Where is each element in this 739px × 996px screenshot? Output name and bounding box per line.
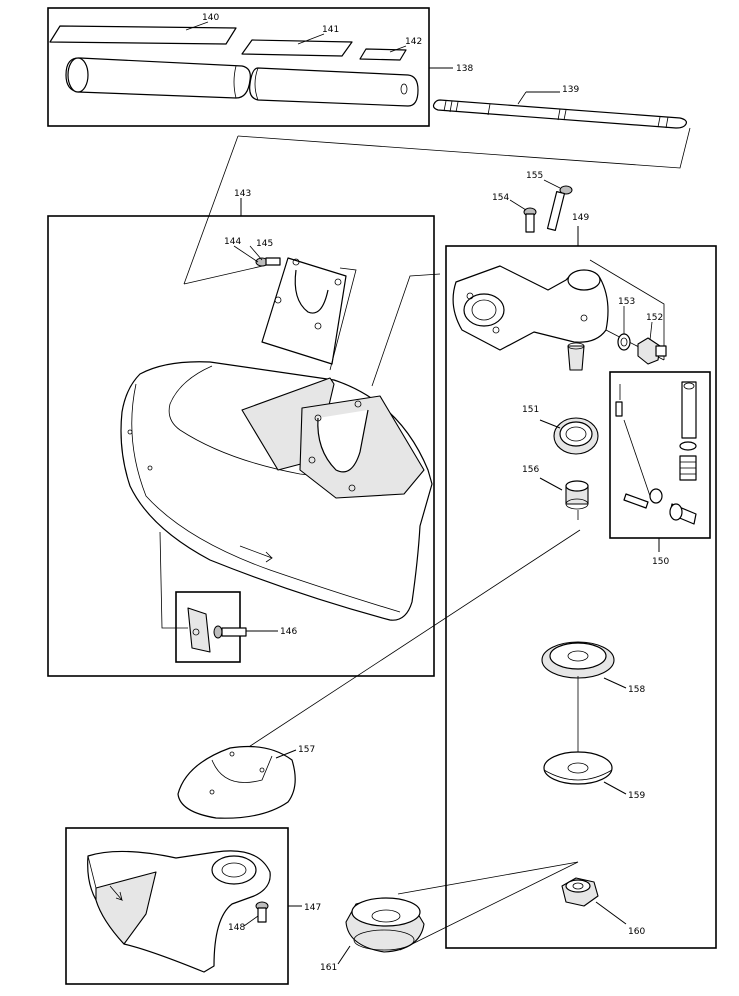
- box-shaft-tube: [47, 7, 430, 127]
- part-160-nut: [561, 877, 599, 907]
- label-161: 161: [320, 963, 337, 973]
- part-149-gear-head: [452, 265, 609, 371]
- part-153-washer: [617, 333, 631, 351]
- label-139: 139: [562, 85, 579, 95]
- part-146-clip: [187, 607, 247, 653]
- part-159-washer-plate: [543, 751, 613, 785]
- box-part-146: [175, 591, 241, 663]
- label-160: 160: [628, 927, 645, 937]
- part-155-screw: [546, 185, 573, 232]
- part-158-holder-plate: [541, 641, 615, 679]
- label-143: 143: [234, 189, 251, 199]
- label-148: 148: [228, 923, 245, 933]
- part-141-tube: [249, 67, 419, 107]
- part-147-guard: [87, 850, 271, 973]
- part-145-screw: [255, 257, 281, 267]
- label-155: 155: [526, 171, 543, 181]
- part-161-protector-cup: [345, 897, 425, 953]
- part-141-plate: [241, 39, 353, 57]
- part-139-drive-shaft: [432, 99, 687, 129]
- label-158: 158: [628, 685, 645, 695]
- part-157-guard-plate: [177, 745, 296, 819]
- label-159: 159: [628, 791, 645, 801]
- part-151-bearing: [553, 417, 599, 455]
- label-157: 157: [298, 745, 315, 755]
- label-144: 144: [224, 237, 241, 247]
- label-153: 153: [618, 297, 635, 307]
- leader-shaft-to-guard: [237, 127, 691, 169]
- part-143-guard: [120, 361, 433, 621]
- part-143-bracket-plate: [261, 257, 347, 365]
- part-156-bushing: [565, 480, 589, 510]
- label-140: 140: [202, 13, 219, 23]
- box-gear-head: [445, 245, 717, 949]
- part-148-screw: [255, 901, 269, 923]
- label-145: 145: [256, 239, 273, 249]
- label-156: 156: [522, 465, 539, 475]
- part-140-tube: [65, 57, 251, 99]
- label-150: 150: [652, 557, 669, 567]
- label-138: 138: [456, 64, 473, 74]
- label-152: 152: [646, 313, 663, 323]
- part-152-plug: [637, 337, 667, 365]
- label-146: 146: [280, 627, 297, 637]
- box-part-150: [609, 371, 711, 539]
- part-154-screw: [523, 207, 537, 233]
- label-149: 149: [572, 213, 589, 223]
- label-154: 154: [492, 193, 509, 203]
- part-150-lock-assembly: [615, 381, 697, 525]
- part-140-plate: [49, 25, 237, 45]
- label-147: 147: [304, 903, 321, 913]
- label-141: 141: [322, 25, 339, 35]
- part-142-plate: [359, 48, 407, 61]
- label-151: 151: [522, 405, 539, 415]
- label-142: 142: [405, 37, 422, 47]
